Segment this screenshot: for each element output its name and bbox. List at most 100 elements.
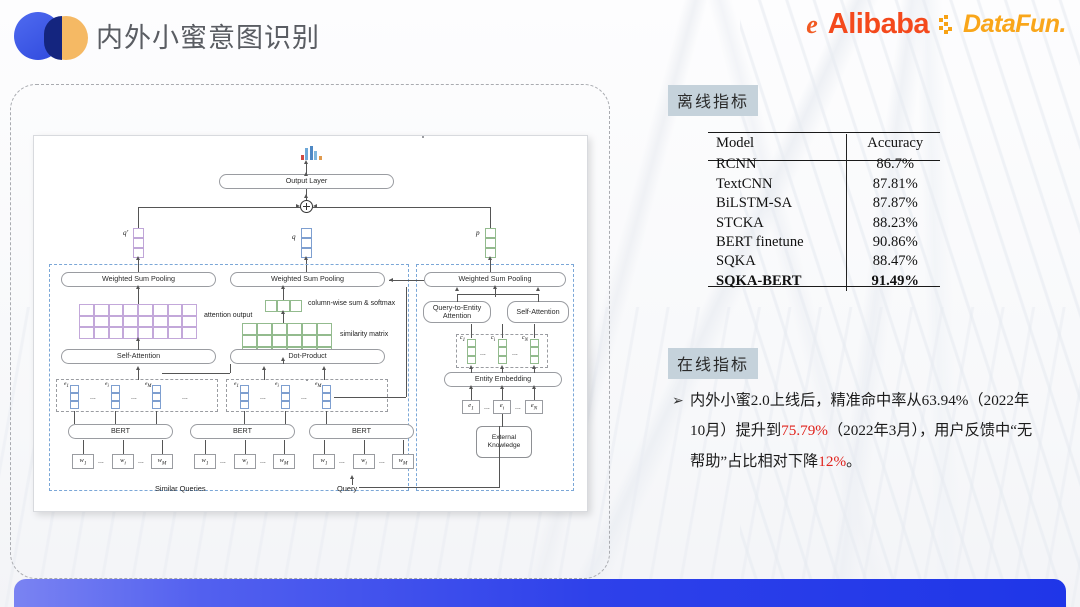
connector [502, 367, 503, 373]
connector [74, 411, 75, 424]
cell-accuracy: 90.86% [845, 232, 940, 253]
token-e1: e1 [462, 400, 480, 414]
vector-label-e1: e1 [234, 381, 239, 390]
node-bert-2[interactable]: BERT [190, 424, 295, 439]
arrow-icon [303, 160, 308, 164]
node-label: Weighted Sum Pooling [458, 274, 532, 284]
connector [499, 426, 500, 488]
connector [138, 206, 139, 229]
vector-c1 [467, 339, 476, 364]
vector-label-eM: eM [145, 381, 152, 390]
ellipsis-label: ... [98, 458, 104, 465]
node-weighted-sum-pooling-middle[interactable]: Weighted Sum Pooling [230, 272, 385, 287]
vector-label-p: p [476, 229, 480, 237]
cell-model: TextCNN [716, 175, 773, 192]
diagram-panel: Output Layer q' [10, 84, 610, 579]
online-highlight-rate: 75.79% [781, 422, 828, 440]
connector [326, 411, 327, 424]
online-highlight-drop: 12% [818, 452, 847, 470]
ellipsis-label: ... [220, 458, 226, 465]
connector [534, 367, 535, 373]
page-title: 内外小蜜意图识别 [96, 23, 320, 53]
table-row: BERT finetune 90.86% [708, 232, 940, 253]
ellipsis-label: ... [90, 394, 96, 401]
connector [471, 387, 472, 400]
arrow-icon [135, 366, 140, 370]
connector [230, 364, 231, 373]
table-row: BiLSTM-SA 87.87% [708, 193, 940, 214]
table-rule-bottom [708, 286, 940, 287]
node-self-attention-right[interactable]: Self-Attention [507, 301, 569, 323]
node-output-layer[interactable]: Output Layer [219, 174, 394, 189]
node-bert-3[interactable]: BERT [309, 424, 414, 439]
vector-e1-a [70, 385, 79, 409]
ellipsis-label: ... [138, 458, 144, 465]
label-column-wise-sum: column-wise sum & softmax [308, 300, 396, 307]
brand-logos: e Alibaba DataFun. [806, 8, 1066, 41]
vector-label-e1: e1 [64, 381, 69, 390]
group-e-vectors-1 [56, 379, 218, 412]
ellipsis-label: ... [260, 394, 266, 401]
connector [457, 294, 539, 295]
connector [403, 440, 404, 454]
node-query-to-entity-attention[interactable]: Query-to-Entity Attention [423, 301, 491, 323]
ellipsis-label: ... [301, 394, 307, 401]
connector [495, 287, 496, 297]
node-label: Weighted Sum Pooling [102, 274, 175, 284]
group-e-vectors-2 [226, 379, 388, 412]
table-row: RCNN 86.7% [708, 155, 940, 175]
connector [306, 162, 307, 174]
spacer2 [306, 379, 308, 381]
vector-label-ei: ei [105, 381, 109, 390]
online-metric-text: 内外小蜜2.0上线后，精准命中率从63.94%（2022年10月）提升到75.7… [690, 386, 1042, 477]
spacer [422, 136, 424, 138]
node-dot-product[interactable]: Dot-Product [230, 349, 385, 364]
arrow-icon [487, 256, 492, 260]
arrow-icon [321, 366, 326, 370]
node-self-attention-left[interactable]: Self-Attention [61, 349, 216, 364]
node-label: Weighted Sum Pooling [271, 274, 344, 284]
vector-cN [530, 339, 539, 364]
arrow-icon [468, 365, 473, 369]
online-text-part1: 内外小蜜2.0上线后，精准命中率从63.94%（2022年10月）提升到 [690, 392, 1030, 440]
connector [324, 368, 325, 380]
ellipsis-label: ... [260, 458, 266, 465]
matrix-attention-output [79, 304, 197, 339]
vector-label-ci: ci [491, 335, 496, 344]
vector-p [485, 228, 496, 258]
arrow-icon [135, 285, 140, 289]
vector-label-q: q [292, 233, 296, 241]
ellipsis-label: ... [512, 350, 518, 357]
arrow-icon [349, 475, 354, 479]
connector [283, 287, 284, 300]
connector [534, 387, 535, 400]
arrow-icon [280, 357, 285, 361]
cell-accuracy: 91.49% [845, 271, 940, 291]
arrow-icon [303, 194, 308, 198]
connector [502, 324, 503, 338]
vector-e1-b [240, 385, 249, 409]
vector-ci [498, 339, 507, 364]
alibaba-glyph-icon: e [806, 9, 818, 39]
connector [502, 414, 503, 427]
cell-model: BERT finetune [716, 233, 804, 250]
connector [205, 440, 206, 454]
label-query: Query [337, 484, 358, 493]
cell-accuracy: 86.7% [845, 155, 940, 175]
vector-label-eM: eM [315, 381, 322, 390]
node-external-knowledge[interactable]: External Knowledge [476, 426, 532, 458]
node-label: External Knowledge [487, 433, 521, 449]
connector [457, 294, 458, 302]
vector-q [301, 228, 312, 258]
connector [534, 324, 535, 338]
connector [162, 440, 163, 454]
arrow-icon [296, 204, 300, 208]
connector [352, 477, 353, 485]
node-bert-1[interactable]: BERT [68, 424, 173, 439]
node-label: Self-Attention [116, 351, 161, 361]
arrow-icon [499, 385, 504, 389]
cell-model: BiLSTM-SA [716, 195, 793, 212]
node-entity-embedding[interactable]: Entity Embedding [444, 372, 562, 387]
column-header-accuracy: Accuracy [845, 134, 940, 156]
connector [123, 440, 124, 454]
